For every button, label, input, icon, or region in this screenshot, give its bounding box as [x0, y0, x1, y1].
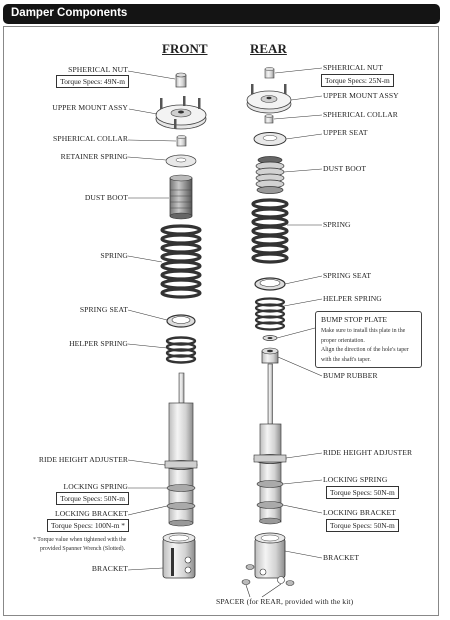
front-bracket	[162, 532, 196, 579]
rear-dust-boot-label: DUST BOOT	[323, 164, 367, 173]
front-column-heading: FRONT	[162, 41, 208, 56]
front-upper-mount-label: UPPER MOUNT ASSY	[52, 103, 128, 112]
section-header: Damper Components	[3, 4, 440, 24]
rear-upper-seat	[253, 132, 287, 146]
front-spring	[160, 224, 202, 299]
front-footnote-line-2: provided Spanner Wrench (Slotted).	[40, 546, 126, 552]
front-spring-seat	[166, 314, 196, 328]
rear-helper-spring-label: HELPER SPRING	[323, 294, 382, 303]
rear-spring-seat	[254, 277, 286, 291]
front-ride-height-label: RIDE HEIGHT ADJUSTER	[38, 455, 128, 464]
rear-spring-seat-label: SPRING SEAT	[323, 271, 372, 280]
front-retainer-spring-label: RETAINER SPRING	[60, 152, 128, 161]
front-spring-label: SPRING	[100, 251, 128, 260]
rear-bump-stop-plate-label: BUMP STOP PLATE	[321, 315, 387, 324]
rear-dust-boot	[255, 156, 285, 194]
rear-bump-rubber-label: BUMP RUBBER	[323, 371, 378, 380]
rear-spacer-label: SPACER (for REAR, provided with the kit)	[216, 597, 354, 606]
rear-bump-note-line-1: Make sure to install this plate in the	[321, 328, 406, 334]
rear-spacers	[241, 564, 295, 586]
section-title: Damper Components	[11, 7, 128, 19]
rear-upper-mount	[246, 84, 292, 114]
rear-locking-bracket-torque: Torque Specs: 50N-m	[326, 519, 399, 532]
rear-spherical-nut	[264, 67, 275, 79]
rear-spherical-collar	[264, 114, 274, 124]
rear-ride-height-label: RIDE HEIGHT ADJUSTER	[323, 448, 413, 457]
front-dust-boot-label: DUST BOOT	[84, 193, 128, 202]
rear-bump-note-line-2: proper orientation.	[321, 337, 365, 344]
front-spherical-nut-torque: Torque Specs: 49N-m	[56, 75, 129, 88]
front-footnote-line-1: * Torque value when tightened with the	[33, 537, 127, 543]
front-retainer-spring	[165, 154, 197, 168]
rear-damper-body	[253, 363, 287, 525]
diagram-frame	[3, 26, 439, 616]
front-damper-body	[164, 372, 198, 527]
rear-bracket-label: BRACKET	[323, 553, 360, 562]
rear-locking-spring-torque: Torque Specs: 50N-m	[326, 486, 399, 499]
front-locking-bracket-torque: Torque Specs: 100N-m *	[47, 519, 129, 532]
rear-spherical-nut-label: SPHERICAL NUT	[323, 63, 383, 72]
rear-spring	[251, 198, 289, 264]
rear-bump-stop-plate	[262, 335, 278, 341]
front-spherical-nut-label: SPHERICAL NUT	[68, 65, 128, 74]
rear-bump-rubber	[261, 347, 279, 364]
rear-bump-stop-plate-callout: BUMP STOP PLATE Make sure to install thi…	[315, 311, 422, 368]
leader-lines	[127, 67, 323, 598]
front-locking-bracket-label: LOCKING BRACKET	[54, 509, 128, 518]
front-locking-spring-label: LOCKING SPRING	[63, 482, 128, 491]
front-spherical-collar-label: SPHERICAL COLLAR	[53, 134, 128, 143]
front-dust-boot	[169, 174, 193, 220]
front-helper-spring-label: HELPER SPRING	[69, 339, 128, 348]
front-spherical-nut	[175, 72, 187, 88]
rear-spherical-nut-torque: Torque Specs: 25N-m	[321, 74, 394, 87]
rear-locking-spring-label: LOCKING SPRING	[323, 475, 388, 484]
rear-helper-spring	[254, 297, 286, 331]
rear-locking-bracket-label: LOCKING BRACKET	[323, 508, 397, 517]
rear-bump-note-line-4: with the shaft's taper.	[321, 356, 371, 363]
rear-bracket	[254, 532, 286, 584]
front-bracket-label: BRACKET	[91, 564, 128, 573]
front-upper-mount	[155, 96, 207, 130]
rear-upper-mount-label: UPPER MOUNT ASSY	[323, 91, 399, 100]
front-locking-spring-torque: Torque Specs: 50N-m	[56, 492, 129, 505]
rear-bump-note-line-3: Align the direction of the hole's taper	[321, 347, 409, 353]
front-helper-spring	[165, 336, 197, 364]
rear-spring-label: SPRING	[323, 220, 351, 229]
rear-upper-seat-label: UPPER SEAT	[323, 128, 368, 137]
front-spherical-collar	[176, 135, 187, 147]
rear-spherical-collar-label: SPHERICAL COLLAR	[323, 110, 398, 119]
rear-column-heading: REAR	[250, 41, 287, 56]
front-spring-seat-label: SPRING SEAT	[79, 305, 128, 314]
